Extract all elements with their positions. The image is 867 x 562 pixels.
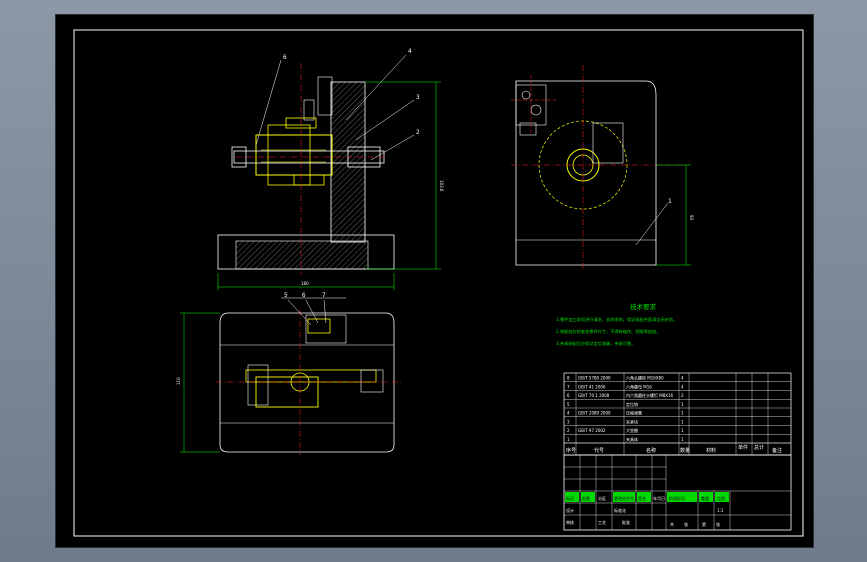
balloon-5: 5 xyxy=(284,292,288,299)
tb-scale-value: 1:1 xyxy=(717,508,724,513)
bom-header-code: 代号 xyxy=(594,447,604,454)
bom-cell-no: 4 xyxy=(567,411,570,416)
inner-border xyxy=(73,29,804,537)
tb-label-mark: 标记 xyxy=(566,495,574,501)
bom-header-unit: 单件 xyxy=(738,444,748,451)
bill-of-materials: 8 GB/T 5780 2000 六角头螺栓 M16X80 4 7 GB/T 41 200… xyxy=(563,372,792,456)
upright-column xyxy=(330,81,366,243)
bom-cell-name: 夹具体 xyxy=(626,436,638,442)
bom-header-no: 序号 xyxy=(566,447,576,454)
bom-cell-qty: 1 xyxy=(681,419,684,424)
balloon-6-top: 6 xyxy=(302,292,306,299)
tb-label-review: 审核 xyxy=(566,519,574,525)
bom-cell-no: 5 xyxy=(567,402,570,407)
side-view: 93 1 xyxy=(511,65,694,270)
bom-cell-name: 夹紧块 xyxy=(626,418,638,424)
tb-label-approve: 批准 xyxy=(622,519,630,525)
tb-label-sheet: 张 xyxy=(716,521,720,527)
tb-label-change: 更改文件号 xyxy=(614,495,634,501)
bom-cell-code: GB/T 97 2002 xyxy=(578,428,606,433)
bom-cell-qty: 1 xyxy=(681,402,684,407)
bom-cell-qty: 4 xyxy=(681,384,684,389)
top-outline xyxy=(219,312,395,453)
bom-header-qty: 数量 xyxy=(680,447,690,454)
bom-cell-no: 8 xyxy=(567,376,570,381)
balloon-1: 1 xyxy=(668,198,672,205)
bom-header-total: 总计 xyxy=(754,444,764,451)
tb-label-scale: 比例 xyxy=(717,495,725,501)
side-outline xyxy=(515,80,657,266)
tb-label-sheets: 张 xyxy=(684,521,688,527)
balloon-3: 3 xyxy=(416,94,420,101)
balloon-2: 2 xyxy=(416,129,420,136)
tb-label-weight: 重量 xyxy=(701,495,709,501)
tb-label-no: 第 xyxy=(702,521,706,527)
balloon-7: 7 xyxy=(322,292,326,299)
bom-header-remark: 备注 xyxy=(772,447,782,454)
dim-front-width: 180 xyxy=(301,281,309,286)
title-block: 标记 处数 分区 更改文件号 签名 年月日 设计 标准化 阶段标记 重量 比例 … xyxy=(563,454,792,531)
bom-cell-no: 7 xyxy=(567,384,570,389)
bom-cell-name: 内六角圆柱头螺钉 M8X16 xyxy=(626,392,674,398)
bom-cell-qty: 1 xyxy=(681,428,684,433)
bom-cell-code: GB/T 5780 2000 xyxy=(578,376,611,381)
bom-header-material: 材料 xyxy=(706,447,716,454)
bom-cell-name: 定位销 xyxy=(626,401,638,407)
balloon-6: 6 xyxy=(283,54,287,61)
tb-label-count: 处数 xyxy=(582,495,590,501)
bom-cell-no: 6 xyxy=(567,393,570,398)
bom-cell-qty: 4 xyxy=(681,376,684,381)
tb-label-date: 年月日 xyxy=(653,495,665,501)
tb-label-stage: 阶段标记 xyxy=(669,495,685,501)
dim-top-depth: 110 xyxy=(176,377,181,385)
bom-cell-qty: 1 xyxy=(681,437,684,442)
dim-side-height: 93 xyxy=(689,215,694,221)
tb-label-zone: 分区 xyxy=(598,495,606,501)
tech-req-line-1: 1.零件加工前须进行清洗，去除毛刺，保证各配合面清洁无杂质。 xyxy=(556,316,677,323)
bom-cell-code: GB/T 70 1 2008 xyxy=(578,393,610,398)
tb-label-standard: 标准化 xyxy=(614,507,626,513)
bom-cell-code: GB/T 41 2000 xyxy=(578,384,606,389)
bom-cell-name: 六角螺母 M16 xyxy=(626,383,652,389)
bom-cell-qty: 2 xyxy=(681,393,684,398)
tb-label-design: 设计 xyxy=(566,507,574,513)
drawing-sheet: 6 4 3 2 103.6 180 xyxy=(56,15,813,547)
bom-cell-qty: 1 xyxy=(681,411,684,416)
bom-cell-no: 2 xyxy=(567,428,570,433)
bom-cell-code: GB/T 2089 2009 xyxy=(578,411,611,416)
bom-cell-no: 3 xyxy=(567,419,570,424)
bom-cell-name: 大垫圈 xyxy=(626,427,638,433)
clamp-body xyxy=(255,134,333,176)
tech-req-title: 技术要求 xyxy=(630,302,657,311)
technical-requirements: 技术要求 1.零件加工前须进行清洗，去除毛刺，保证各配合面清洁无杂质。 2.装配… xyxy=(556,302,677,347)
bom-cell-name: 压缩弹簧 xyxy=(626,410,642,416)
bom-cell-no: 1 xyxy=(567,437,570,442)
cad-drawing: 6 4 3 2 103.6 180 xyxy=(73,29,804,537)
dim-front-height: 103.6 xyxy=(439,180,444,192)
bom-cell-name: 六角头螺栓 M16X80 xyxy=(626,375,664,381)
tb-label-process: 工艺 xyxy=(598,520,606,525)
tech-req-line-3: 3.夹具装配后应保证定位准确，夹紧可靠。 xyxy=(556,340,635,347)
top-view: 5 6 7 110 xyxy=(176,292,401,455)
tb-label-total: 共 xyxy=(670,521,674,527)
balloon-4: 4 xyxy=(408,48,412,55)
tb-label-sign: 签名 xyxy=(638,495,646,501)
tech-req-line-2: 2.装配前应检查各零件尺寸，不得有碰伤、划痕等缺陷。 xyxy=(556,328,661,335)
bom-header-name: 名称 xyxy=(646,447,656,454)
front-view: 6 4 3 2 103.6 180 xyxy=(217,48,444,290)
